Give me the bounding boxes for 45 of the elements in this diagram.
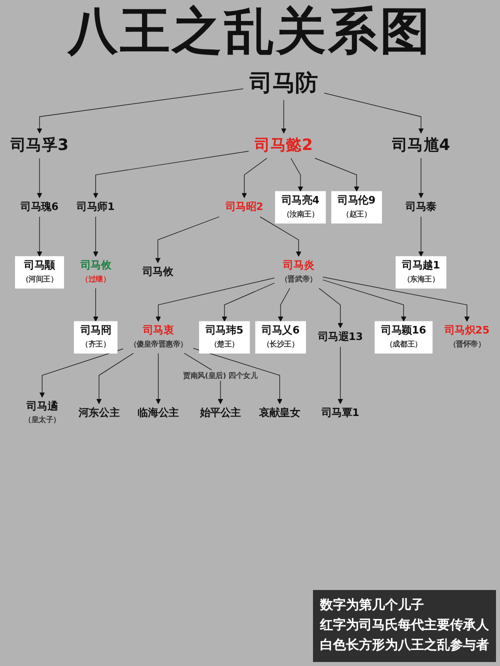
person-name: 司马遐13 <box>318 330 363 344</box>
arrow <box>156 352 161 404</box>
person-name: 河东公主 <box>78 406 120 419</box>
arrow <box>278 288 290 322</box>
arrow <box>260 216 302 257</box>
person-name: 司马覃1 <box>321 406 360 419</box>
arrow <box>322 280 406 322</box>
person-name: 临海公主 <box>138 406 179 419</box>
arrow <box>155 216 220 264</box>
arrow <box>193 348 282 404</box>
arrow <box>36 158 42 198</box>
person-name: 司马昭2 <box>225 200 264 214</box>
arrow <box>338 346 343 404</box>
arrow <box>418 216 424 257</box>
person-name: 始平公主 <box>200 406 242 419</box>
person-name: 司马攸 <box>142 266 174 278</box>
arrow <box>156 278 275 322</box>
arrow <box>290 158 304 192</box>
title: 八王之乱关系图 <box>68 2 432 60</box>
arrow <box>40 348 124 398</box>
person-name: 司马师1 <box>76 200 115 214</box>
person-name: 哀献皇女 <box>259 406 300 419</box>
note-text: 白色长方形为八王之乱参与者 <box>320 637 489 655</box>
note-text: 数字为第几个儿子 <box>320 597 424 615</box>
person-name: 司马防 <box>249 69 318 96</box>
note-text: 红字为司马氏每代主要传承人 <box>320 617 489 635</box>
arrow <box>418 158 424 198</box>
arrow <box>93 150 249 198</box>
person-name: 司马馗4 <box>392 136 450 154</box>
person-name: 司马懿2 <box>254 136 313 154</box>
arrow <box>281 100 286 134</box>
arrow <box>36 216 42 257</box>
person-name: 司马孚3 <box>10 136 69 154</box>
arrow <box>93 288 98 322</box>
arrow <box>318 288 343 328</box>
arrow <box>93 216 98 257</box>
arrow <box>324 92 424 134</box>
arrow <box>96 352 134 404</box>
arrow <box>222 282 275 322</box>
person-name: 司马泰 <box>406 200 436 214</box>
arrow <box>314 158 360 192</box>
person-name: 司马瑰6 <box>20 200 59 214</box>
arrow <box>36 88 244 134</box>
arrow <box>242 158 268 198</box>
arrow <box>322 276 470 322</box>
